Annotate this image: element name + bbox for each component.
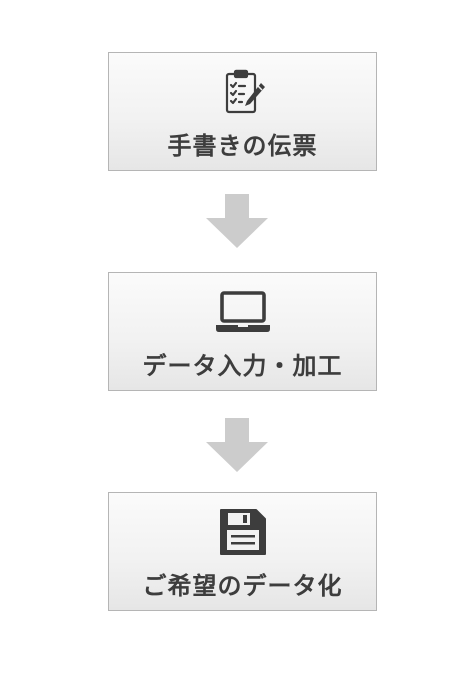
step-label: データ入力・加工 [142,352,343,380]
laptop-icon [109,287,376,337]
step-label: 手書きの伝票 [167,132,318,160]
step-label: ご希望のデータ化 [142,572,343,600]
down-arrow-icon [206,194,268,248]
floppy-disk-icon [109,507,376,557]
clipboard-checklist-pen-icon [109,67,376,117]
step-data-entry: データ入力・加工 [108,272,377,391]
down-arrow-icon [206,418,268,472]
step-desired-data: ご希望のデータ化 [108,492,377,611]
step-handwritten-slip: 手書きの伝票 [108,52,377,171]
